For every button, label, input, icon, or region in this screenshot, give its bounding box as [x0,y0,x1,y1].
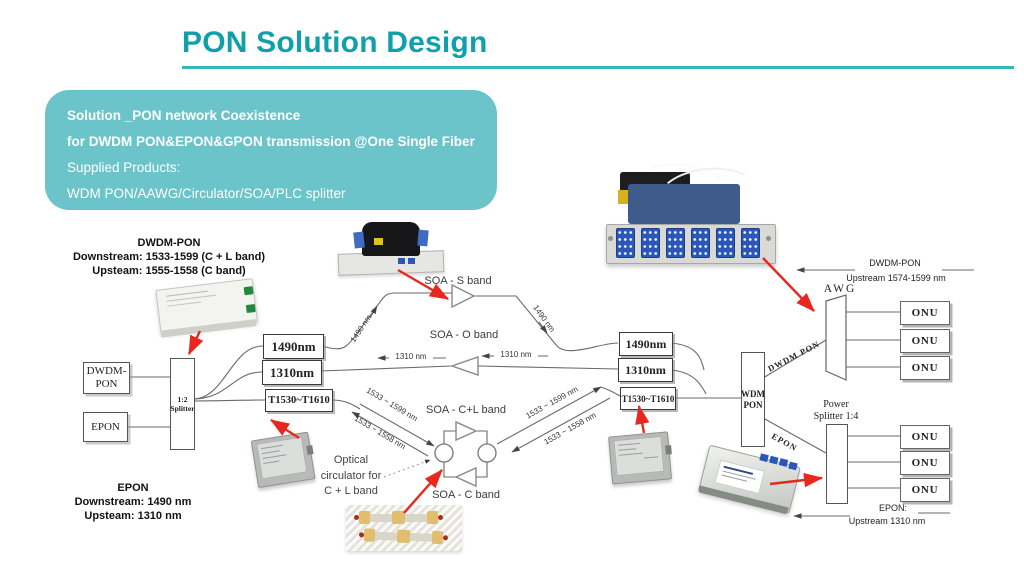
dwdm-pon-box: DWDM- PON [83,362,130,394]
soa-c-label: SOA - C band [432,489,500,501]
yellow-label-icon [374,238,383,245]
epon-info-title: EPON [117,482,149,494]
screw-icon [608,236,613,241]
circulator-note: Optical circulator for C + L band [312,453,390,500]
soa-cl-label: SOA - C+L band [425,404,506,416]
wavelength-box-1490-left: 1490nm [263,334,324,359]
solution-banner: Solution _PON network Coexistence for DW… [45,90,497,210]
onu-box: ONU [900,451,950,475]
banner-line-2: for DWDM PON&EPON&GPON transmission @One… [67,134,475,149]
onu-box: ONU [900,329,950,353]
epon-box-label: EPON [91,420,120,433]
circulator-note-line1: Optical [333,454,369,466]
circulator-note-line2: circulator for [320,469,382,482]
wdm-pon-line1: WDM [741,388,765,399]
photo-soa-module [336,216,446,278]
power-splitter-box [826,424,848,504]
flow-1310-right: 1310 nm [494,350,538,359]
photo-wdm-module-left [250,431,316,489]
soa-s-triangle [451,283,476,309]
wavelength-box-1310-right: 1310nm [618,358,673,382]
splitter-1-2-box: 1:2 Splitter [170,358,195,450]
awg-shape [825,294,847,381]
splitter-ratio: 1:2 [177,395,188,404]
lc-adapter-group-icon [741,228,760,258]
green-adapter-icon [245,304,256,314]
onu-box: ONU [900,356,950,380]
epon-info-upstream: Upsteam: 1310 nm [84,510,182,522]
flow-1310-left: 1310 nm [389,352,433,361]
onu-box: ONU [900,478,950,502]
dwdm-upstream-title: DWDM-PON [869,258,921,268]
onu-box: ONU [900,425,950,449]
circulator-note-line3: C + L band [324,485,378,497]
wavelength-box-t1530-left: T1530~T1610 [265,389,333,412]
wavelength-box-t1530-right: T1530~T1610 [620,387,676,410]
page-title: PON Solution Design [182,26,488,59]
photo-circulators [346,505,462,551]
blue-fiber-port-icon [353,231,365,249]
dwdm-info-title: DWDM-PON [137,237,201,249]
epon-box: EPON [83,412,128,442]
soa-o-label: SOA - O band [429,329,499,341]
circulator-device-icon [358,528,459,545]
wdm-pon-line2: PON [743,399,763,410]
power-splitter-line2: Splitter 1:4 [813,411,859,422]
dwdm-info-downstream: Downstream: 1533-1599 (C + L band) [72,251,266,263]
soa-cl-triangle [455,420,478,442]
epon-upstream-title: EPON: [878,503,907,513]
wavelength-box-1490-right: 1490nm [619,332,673,356]
banner-line-4: WDM PON/AAWG/Circulator/SOA/PLC splitter [67,186,346,201]
dwdm-pon-box-line2: PON [95,378,118,390]
lc-adapter-group-icon [616,228,635,258]
power-splitter-line1: Power [823,399,849,410]
dwdm-upstream-range: Upstream 1574-1599 nm [846,273,946,283]
wdm-pon-box: WDM PON [741,352,765,447]
power-splitter-label: Power Splitter 1:4 [806,399,866,423]
circulator-left [434,443,454,463]
dwdm-info-upstream: Upsteam: 1555-1558 (C band) [92,265,246,277]
title-underline [182,66,1014,69]
soa-c-triangle [454,466,477,488]
photo-awg-rack [606,157,776,266]
banner-line-3: Supplied Products: [67,160,181,175]
circulator-device-icon [354,511,454,524]
onu-box: ONU [900,301,950,325]
lc-adapter-group-icon [641,228,660,258]
epon-info-block: EPON Downstream: 1490 nm Upsteam: 1310 n… [63,481,203,523]
soa-o-triangle [449,356,479,376]
lc-adapter-group-icon [691,228,710,258]
splitter-word: Splitter [170,404,195,413]
epon-info-downstream: Downstream: 1490 nm [74,496,192,508]
epon-upstream-range: Upstream 1310 nm [848,516,926,526]
lc-adapter-group-icon [666,228,685,258]
yellow-component-icon [618,190,628,204]
dwdm-pon-box-line1: DWDM- [86,365,127,377]
blue-fiber-port-icon [417,229,429,247]
photo-wdm-module-right [608,431,673,485]
green-adapter-icon [243,286,254,296]
awg-label: AWG [823,283,857,295]
circulator-right [477,443,497,463]
banner-line-1: Solution _PON network Coexistence [67,108,301,123]
dwdm-info-block: DWDM-PON Downstream: 1533-1599 (C + L ba… [69,236,269,278]
wavelength-box-1310-left: 1310nm [262,360,322,385]
screw-icon [766,236,771,241]
lc-adapter-group-icon [716,228,735,258]
